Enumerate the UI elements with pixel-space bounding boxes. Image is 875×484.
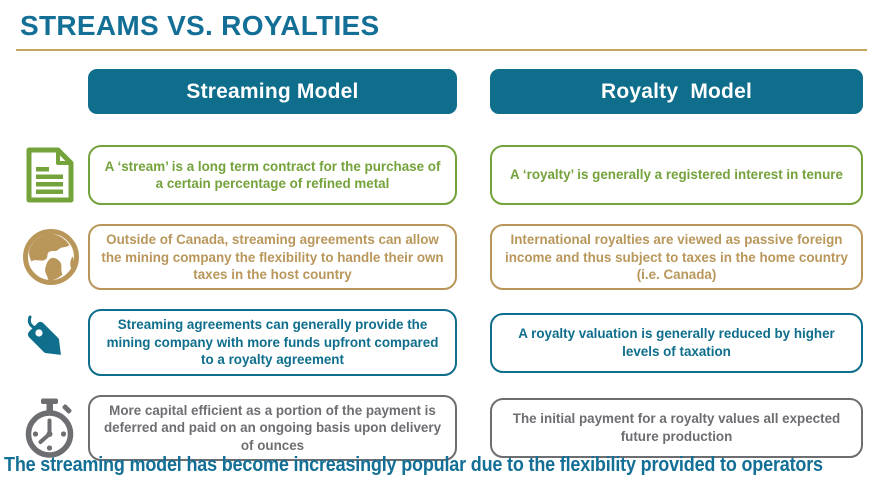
royalty-tax-box: International royalties are viewed as pa… (490, 224, 863, 291)
tag-icon (20, 314, 88, 372)
document-icon (20, 146, 88, 204)
globe-icon (20, 228, 88, 286)
row-upfront-funds: Streaming agreements can generally provi… (20, 309, 867, 376)
royalty-valuation-box: A royalty valuation is generally reduced… (490, 312, 863, 373)
streaming-definition-box: A ‘stream’ is a long term contract for t… (88, 145, 457, 206)
column-headers: Streaming Model Royalty Model (20, 69, 867, 115)
streaming-model-header: Streaming Model (88, 69, 457, 115)
streaming-tax-flexibility-box: Outside of Canada, streaming agreements … (88, 224, 457, 291)
stopwatch-icon (20, 397, 88, 459)
royalty-definition-box: A ‘royalty’ is generally a registered in… (490, 145, 863, 206)
royalty-initial-payment-box: The initial payment for a royalty values… (490, 397, 863, 458)
royalty-model-header: Royalty Model (490, 69, 863, 115)
footer-note: The streaming model has become increasin… (4, 454, 823, 476)
row-international-taxes: Outside of Canada, streaming agreements … (20, 224, 867, 291)
title-underline (16, 49, 867, 52)
row-definitions: A ‘stream’ is a long term contract for t… (20, 145, 867, 206)
row-capital-efficiency: More capital efficient as a portion of t… (20, 394, 867, 461)
page-title: STREAMS VS. ROYALTIES (20, 10, 380, 41)
streaming-capital-efficiency-box: More capital efficient as a portion of t… (88, 394, 457, 461)
streaming-upfront-funds-box: Streaming agreements can generally provi… (88, 309, 457, 376)
